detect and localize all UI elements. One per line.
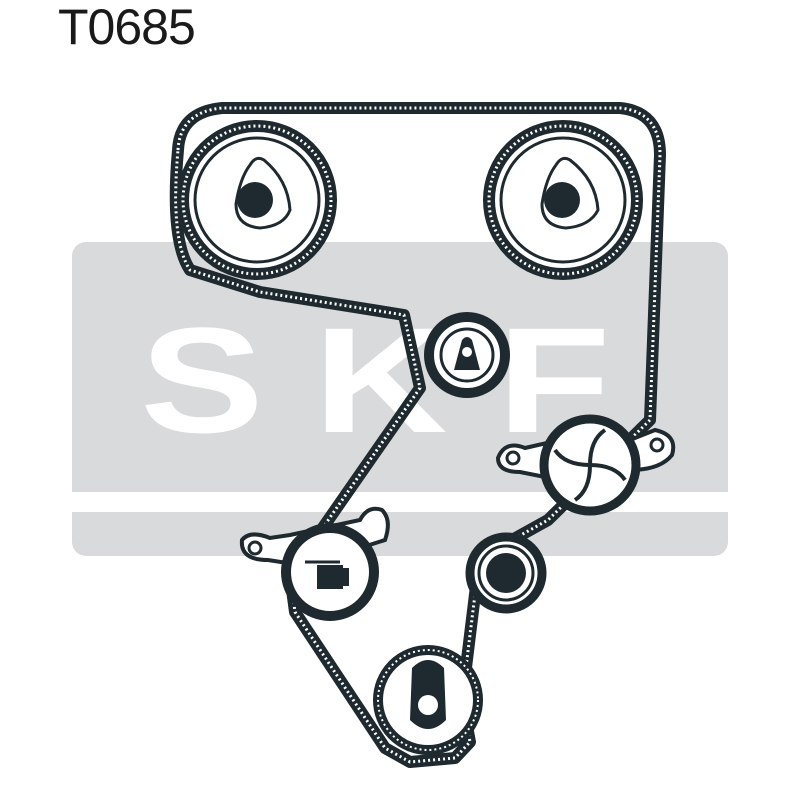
part-number: T0685 (58, 0, 196, 55)
idler-upper (424, 312, 510, 398)
crank-teeth (377, 649, 479, 751)
idler-center (486, 553, 526, 593)
flange-hole-right (649, 437, 665, 453)
camshaft-pulley-left (177, 120, 337, 280)
pump-impeller (553, 428, 627, 502)
belt-teeth (174, 106, 662, 764)
camshaft-pulley-right (483, 120, 643, 280)
bracket-hole (247, 540, 263, 556)
tensioner-block (317, 565, 343, 589)
flange-hole-left (505, 450, 521, 466)
pulley-teeth (181, 124, 333, 276)
idler-bolt (462, 347, 472, 357)
crankshaft-pulley (373, 645, 483, 755)
crank-bolt (418, 695, 438, 715)
idler-lower (465, 532, 547, 614)
skf-watermark: SKF (72, 242, 728, 556)
pulley-teeth (487, 124, 639, 276)
pulley-bolt (237, 182, 273, 218)
pulley-bolt (544, 182, 580, 218)
crank-key (410, 660, 446, 729)
tensioner-tab (343, 568, 349, 586)
water-pump (495, 414, 676, 516)
tensioner (239, 506, 390, 621)
